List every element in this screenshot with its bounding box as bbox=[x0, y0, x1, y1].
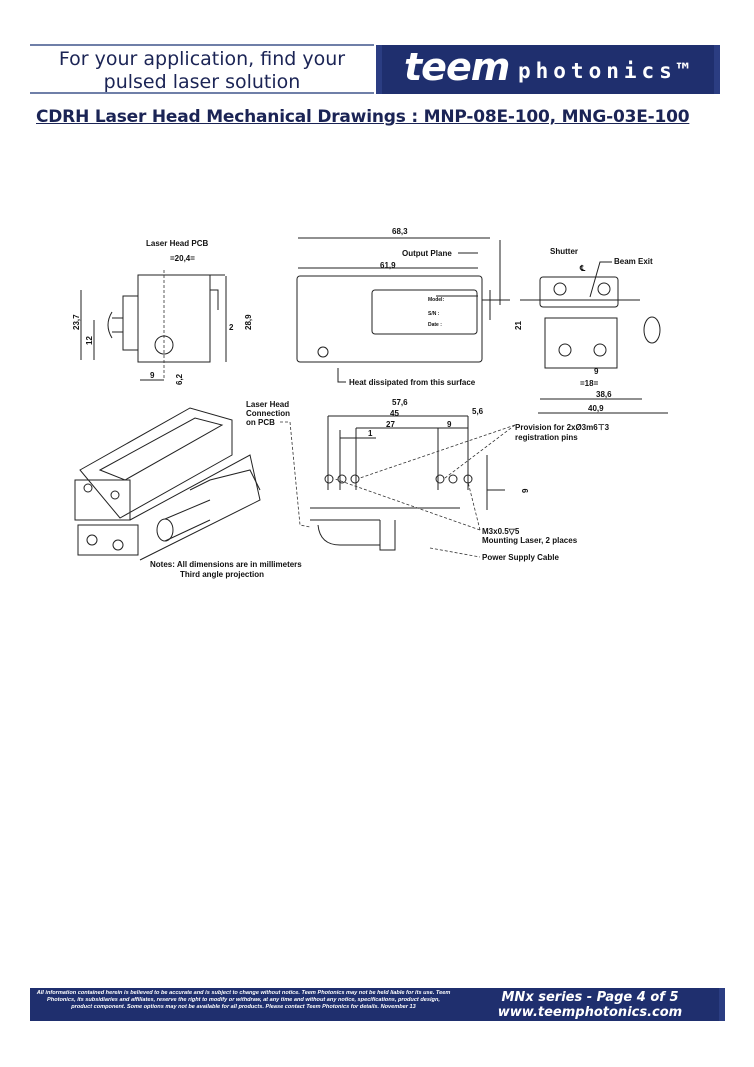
dim-28-9: 28,9 bbox=[244, 314, 253, 330]
dim-57-6: 57,6 bbox=[392, 398, 408, 407]
logo-photonics: photonics™ bbox=[518, 59, 695, 83]
dim-61-9: 61,9 bbox=[380, 261, 396, 270]
label-output-plane: Output Plane bbox=[402, 249, 452, 258]
label-sn: S/N : bbox=[428, 311, 440, 317]
dim-2: 2 bbox=[229, 323, 234, 332]
footer: All information contained herein is beli… bbox=[30, 988, 725, 1021]
dim-68-3: 68,3 bbox=[392, 227, 408, 236]
dim-5-6: 5,6 bbox=[472, 407, 484, 416]
label-conn-3: on PCB bbox=[246, 418, 275, 427]
tagline-line2: pulsed laser solution bbox=[103, 71, 301, 93]
end-view: Shutter ℄ Beam Exit 9 =18= 38,6 40,9 bbox=[520, 247, 668, 414]
label-pins-1: Provision for 2xØ3m6⊤3 bbox=[515, 423, 610, 432]
label-mount-1: M3x0.5▽5 bbox=[482, 527, 520, 536]
pcb-side-view: Laser Head PCB =20,4= 23,7 12 2 28,9 9 6… bbox=[72, 239, 253, 385]
footer-page-info: MNx series - Page 4 of 5 bbox=[501, 990, 679, 1005]
dim-1: 1 bbox=[368, 429, 373, 438]
dim-9b: 9 bbox=[594, 367, 599, 376]
tagline-line1: For your application, find your bbox=[58, 48, 346, 70]
label-mount-2: Mounting Laser, 2 places bbox=[482, 536, 578, 545]
dim-9d: 9 bbox=[521, 488, 530, 493]
label-conn-2: Connection bbox=[246, 409, 290, 418]
dim-12: 12 bbox=[85, 336, 94, 345]
dim-45: 45 bbox=[390, 409, 399, 418]
footer-website[interactable]: www.teemphotonics.com bbox=[497, 1005, 683, 1020]
bottom-view: Laser Head Connection on PCB 57,6 45 5,6… bbox=[246, 398, 610, 562]
tagline-box: For your application, find your pulsed l… bbox=[30, 44, 374, 94]
label-model: Model: bbox=[428, 297, 444, 303]
dim-20-4: =20,4= bbox=[170, 254, 195, 263]
dim-40-9: 40,9 bbox=[588, 404, 604, 413]
dim-27: 27 bbox=[386, 420, 395, 429]
logo-teem: teem bbox=[404, 45, 510, 89]
label-pins-2: registration pins bbox=[515, 433, 578, 442]
centerline-symbol: ℄ bbox=[579, 264, 586, 273]
label-shutter: Shutter bbox=[550, 247, 578, 256]
dim-23-7: 23,7 bbox=[72, 314, 81, 330]
top-view: 68,3 Output Plane 61,9 Model: S/N : Date… bbox=[296, 227, 523, 387]
dim-6-2: 6,2 bbox=[175, 373, 184, 385]
page-title: CDRH Laser Head Mechanical Drawings : MN… bbox=[36, 107, 690, 127]
label-beam-exit: Beam Exit bbox=[614, 257, 653, 266]
dim-38-6: 38,6 bbox=[596, 390, 612, 399]
brand-logo: teem photonics™ bbox=[376, 45, 720, 94]
label-cable: Power Supply Cable bbox=[482, 553, 559, 562]
isometric-view: Notes: All dimensions are in millimeters… bbox=[74, 407, 302, 579]
label-heat-note: Heat dissipated from this surface bbox=[349, 378, 476, 387]
dim-9a: 9 bbox=[150, 371, 155, 380]
footer-disclaimer: All information contained herein is beli… bbox=[36, 990, 451, 1010]
label-conn-1: Laser Head bbox=[246, 400, 289, 409]
dim-9c: 9 bbox=[447, 420, 452, 429]
dim-18: =18= bbox=[580, 379, 599, 388]
notes-line2: Third angle projection bbox=[180, 570, 264, 579]
label-pcb: Laser Head PCB bbox=[146, 239, 208, 248]
dim-21: 21 bbox=[514, 321, 523, 330]
notes-line1: Notes: All dimensions are in millimeters bbox=[150, 560, 302, 569]
label-date: Date : bbox=[428, 322, 442, 328]
